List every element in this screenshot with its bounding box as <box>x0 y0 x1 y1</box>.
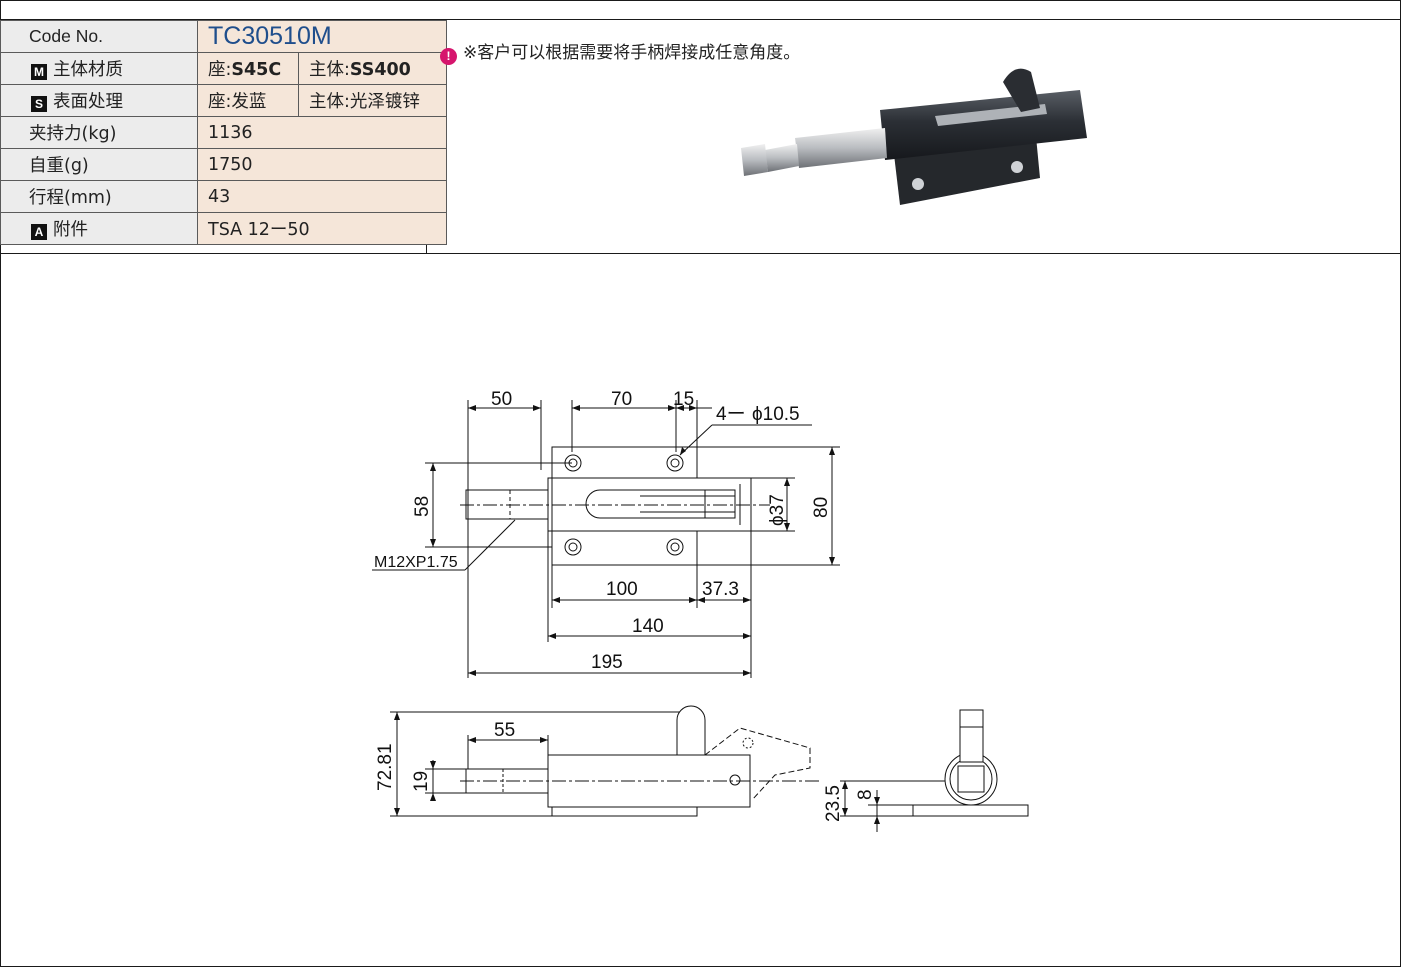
accessory-value-cell: TSA 12ー50 <box>197 212 447 245</box>
material-label-cell: M 主体材质 <box>0 52 198 85</box>
force-label: 夹持力(kg) <box>29 124 117 144</box>
table-row: A 附件 TSA 12ー50 <box>0 212 447 245</box>
accessory-label-cell: A 附件 <box>0 212 198 245</box>
handle-rotated <box>704 727 811 801</box>
hole <box>666 454 684 472</box>
code-label-cell: Code No. <box>0 20 198 53</box>
accessory-icon: A <box>31 224 47 240</box>
dim-23-5: 23.5 <box>823 785 844 822</box>
table-row: 行程(mm) 43 <box>0 180 447 213</box>
table-row: Code No. TC30510M <box>0 20 447 53</box>
weight-value-cell: 1750 <box>197 148 447 181</box>
material-base-prefix: 座: <box>208 60 232 80</box>
stroke-value: 43 <box>208 186 231 207</box>
material-base-cell: 座:S45C <box>197 52 299 85</box>
dim-8: 8 <box>855 789 876 800</box>
dim-19: 19 <box>411 771 432 792</box>
surface-icon: S <box>31 96 47 112</box>
dim-15: 15 <box>673 389 694 410</box>
force-label-cell: 夹持力(kg) <box>0 116 198 149</box>
weight-label: 自重(g) <box>29 156 89 176</box>
accessory-label: 附件 <box>53 220 88 240</box>
top-rule <box>0 19 1401 20</box>
dim-37: ϕ37 <box>767 494 788 526</box>
material-label: 主体材质 <box>53 60 123 80</box>
hole <box>666 538 684 556</box>
dim-37-3: 37.3 <box>702 579 739 600</box>
code-value-cell: TC30510M <box>197 20 447 53</box>
surface-body-value: 主体:光泽镀锌 <box>309 92 420 112</box>
dim-50: 50 <box>491 389 512 410</box>
hex-nut <box>741 144 768 176</box>
weight-value: 1750 <box>208 154 253 175</box>
technical-drawing: 50 70 15 4ー ϕ10.5 58 ϕ37 80 M12XP1.75 10… <box>372 389 1029 832</box>
note-text: ※客户可以根据需要将手柄焊接成任意角度。 <box>463 43 801 63</box>
mount-hole <box>1011 161 1023 173</box>
hole <box>564 538 582 556</box>
dim-72-81: 72.81 <box>375 743 396 791</box>
table-row: M 主体材质 座:S45C 主体:SS400 <box>0 52 447 85</box>
dim-hole-dia: ϕ10.5 <box>752 404 800 425</box>
material-body-value: SS400 <box>349 60 411 80</box>
dim-195: 195 <box>591 652 623 673</box>
table-row: S 表面处理 座:发蓝 主体:光泽镀锌 <box>0 84 447 117</box>
weight-label-cell: 自重(g) <box>0 148 198 181</box>
product-photo <box>741 68 1087 205</box>
code-value: TC30510M <box>208 22 332 50</box>
surface-label-cell: S 表面处理 <box>0 84 198 117</box>
table-row: 夹持力(kg) 1136 <box>0 116 447 149</box>
end-handle <box>959 709 984 763</box>
handle <box>1003 68 1040 112</box>
surface-base-cell: 座:发蓝 <box>197 84 299 117</box>
force-value: 1136 <box>208 122 253 143</box>
dim-holes: 4ー <box>716 404 746 425</box>
code-label: Code No. <box>29 26 103 46</box>
dim-58: 58 <box>412 496 433 517</box>
stroke-value-cell: 43 <box>197 180 447 213</box>
material-base-value: S45C <box>231 60 282 80</box>
surface-base-value: 座:发蓝 <box>208 92 267 112</box>
accessory-value: TSA 12ー50 <box>208 220 310 240</box>
slot <box>935 104 1047 126</box>
side-plate <box>551 806 698 817</box>
table-row: 自重(g) 1750 <box>0 148 447 181</box>
warning-icon: ! <box>440 48 457 65</box>
dim-70: 70 <box>611 389 632 410</box>
material-body-prefix: 主体: <box>309 60 350 80</box>
note: ! ※客户可以根据需要将手柄焊接成任意角度。 <box>440 38 800 65</box>
side-handle <box>676 705 706 755</box>
section-divider <box>0 253 1401 254</box>
dim-55: 55 <box>494 720 515 741</box>
threaded-end <box>765 144 799 172</box>
material-body-cell: 主体:SS400 <box>298 52 447 85</box>
dim-thread: M12XP1.75 <box>374 554 458 571</box>
material-icon: M <box>31 64 47 80</box>
plunger <box>795 128 887 168</box>
stroke-label: 行程(mm) <box>29 188 112 208</box>
surface-label: 表面处理 <box>53 92 123 112</box>
dim-100: 100 <box>606 579 638 600</box>
stroke-label-cell: 行程(mm) <box>0 180 198 213</box>
mount-hole <box>912 178 924 190</box>
slot-outline <box>585 489 736 519</box>
surface-body-cell: 主体:光泽镀锌 <box>298 84 447 117</box>
end-plate <box>912 804 1029 817</box>
dim-80: 80 <box>811 497 832 518</box>
force-value-cell: 1136 <box>197 116 447 149</box>
dim-140: 140 <box>632 616 664 637</box>
